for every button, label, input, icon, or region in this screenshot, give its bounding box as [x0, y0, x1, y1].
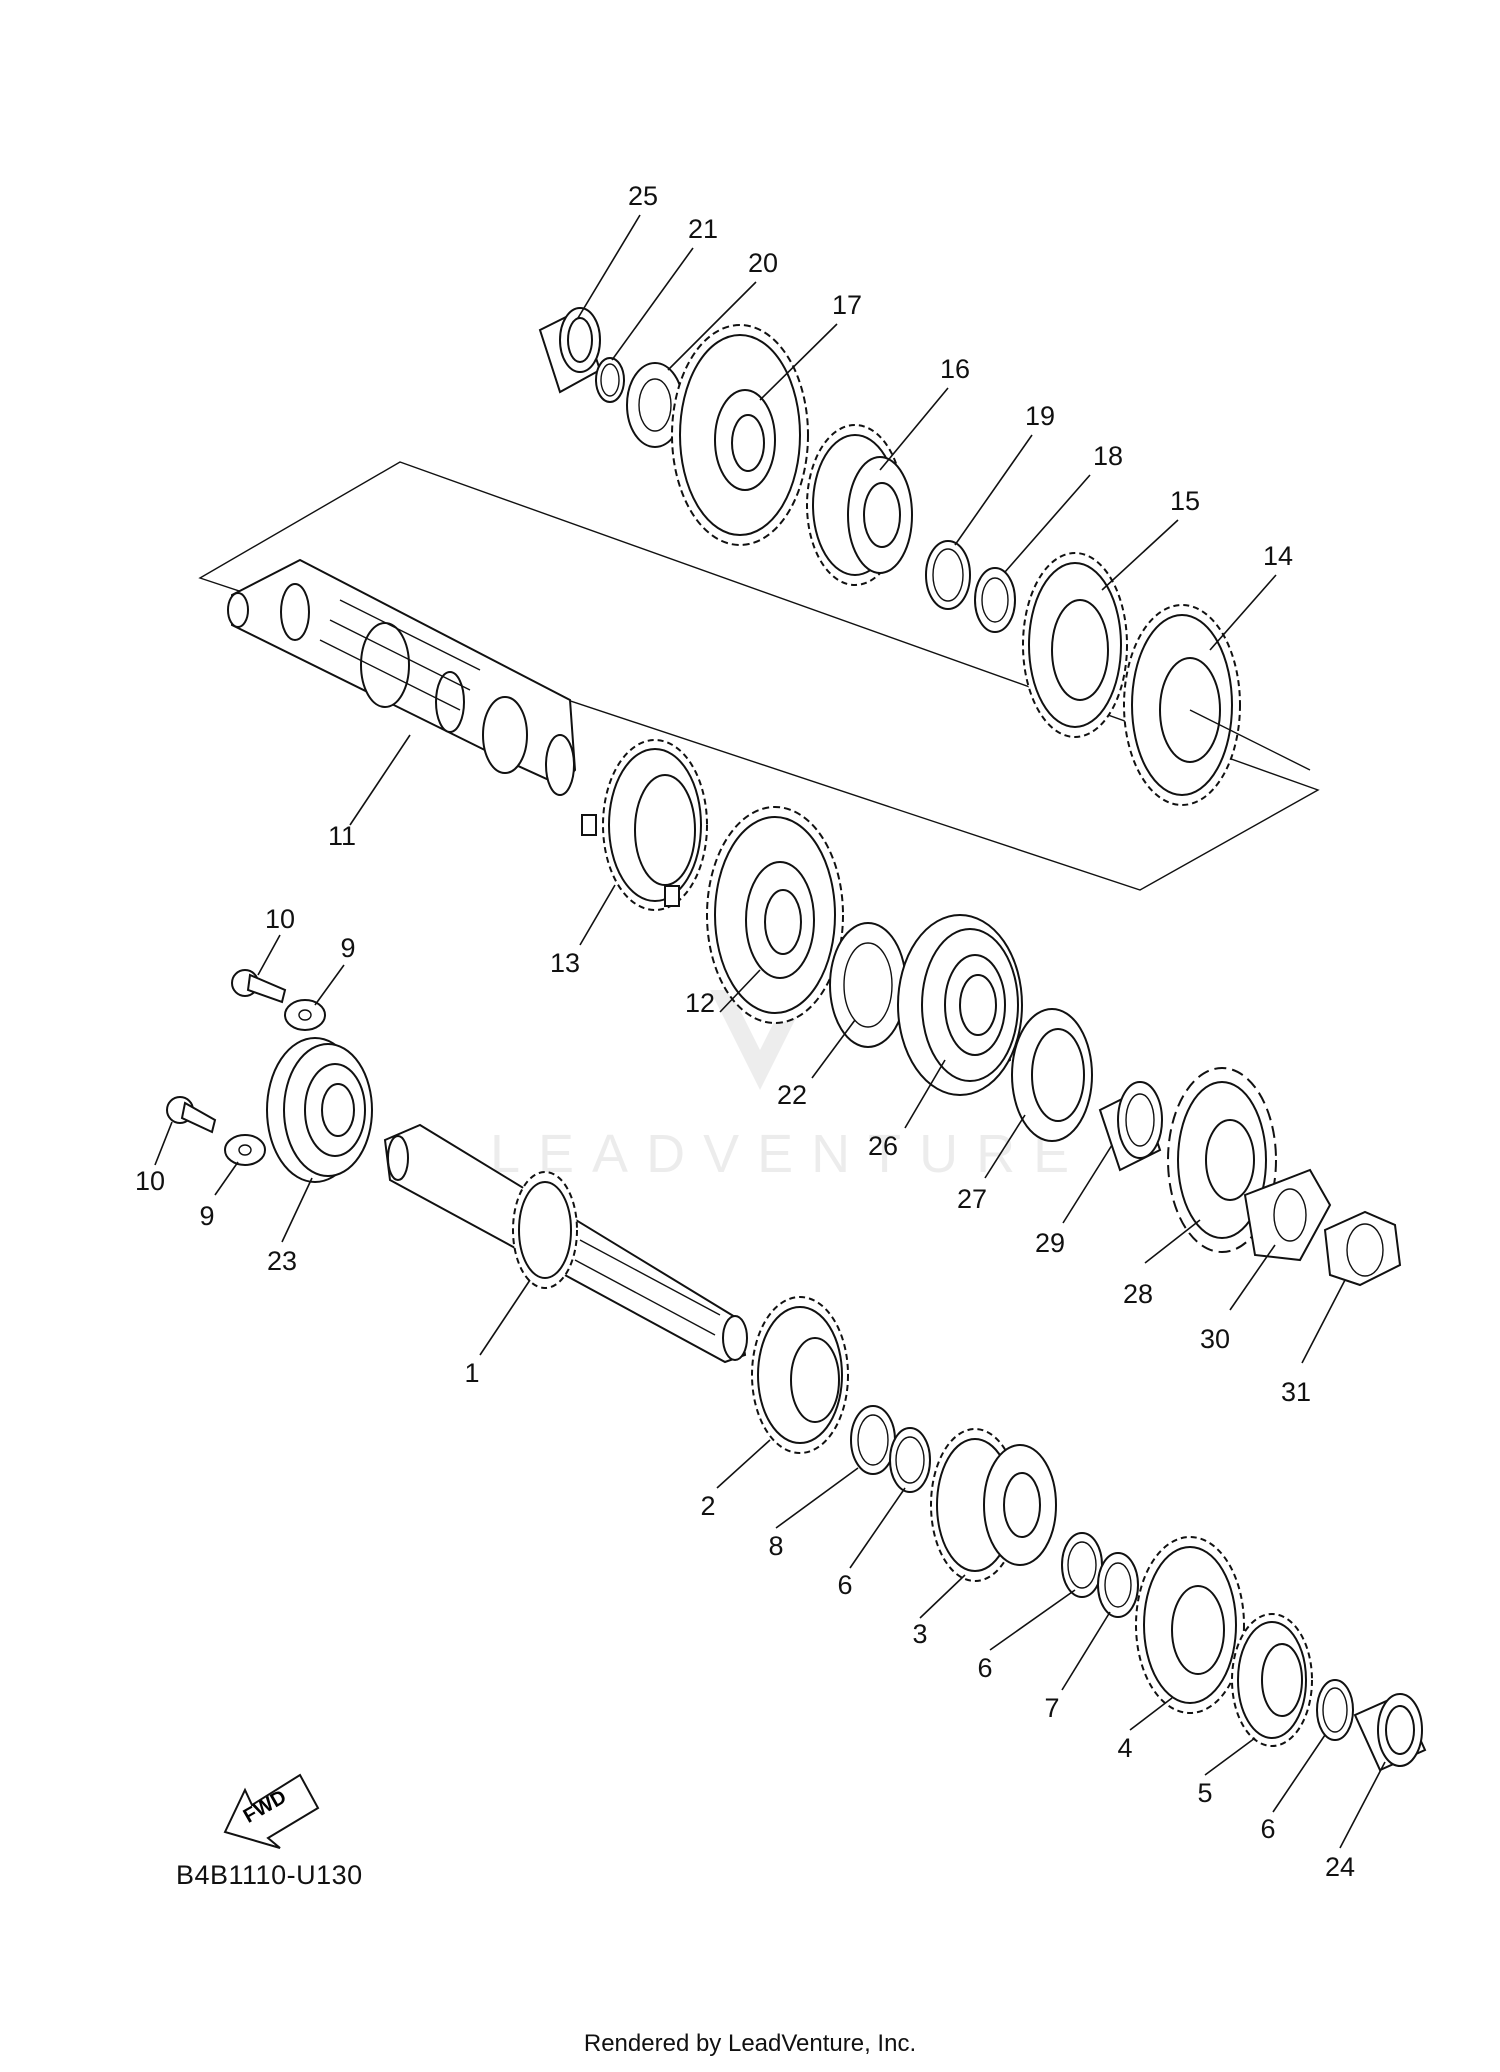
rendered-by-footer: Rendered by LeadVenture, Inc. [583, 2030, 917, 2057]
callout-19: 19 [1025, 401, 1055, 431]
washer-9-lower [224, 1134, 266, 1166]
gear-13 [581, 739, 708, 911]
callout-12: 12 [685, 988, 715, 1018]
washer-18 [974, 567, 1016, 633]
callout-22: 22 [777, 1080, 807, 1110]
main-axle-1 [383, 1123, 748, 1364]
callout-13: 13 [550, 948, 580, 978]
callout-9-lower: 9 [199, 1201, 214, 1231]
gear-3 [930, 1428, 1057, 1582]
gear-5 [1231, 1613, 1313, 1747]
washer-9-upper [284, 999, 326, 1031]
callout-18: 18 [1093, 441, 1123, 471]
circlip-6-c [1316, 1679, 1354, 1741]
callout-1: 1 [464, 1358, 479, 1388]
callout-4: 4 [1117, 1733, 1132, 1763]
callout-27: 27 [957, 1184, 987, 1214]
callout-2: 2 [700, 1491, 715, 1521]
callout-5: 5 [1197, 1778, 1212, 1808]
gear-15 [1022, 552, 1128, 738]
callout-11: 11 [328, 821, 356, 851]
callout-3: 3 [912, 1619, 927, 1649]
callout-9-upper: 9 [340, 933, 355, 963]
circlip-6-a [889, 1427, 931, 1493]
callout-16: 16 [940, 354, 970, 384]
callout-21: 21 [688, 214, 718, 244]
callout-17: 17 [832, 290, 862, 320]
gear-12 [706, 806, 844, 1024]
callout-8: 8 [768, 1531, 783, 1561]
circlip-6-b [1061, 1532, 1103, 1598]
callout-31: 31 [1281, 1377, 1311, 1407]
leader-lines [154, 214, 1386, 1849]
washer-8 [850, 1405, 896, 1475]
washer-22 [829, 922, 907, 1048]
watermark-text: LEADVENTURE [490, 1124, 1087, 1184]
washer-7 [1097, 1552, 1139, 1618]
gear-17 [671, 324, 809, 546]
callout-labels: 25 21 20 17 16 19 18 15 14 11 13 12 22 2… [135, 181, 1355, 1882]
fwd-arrow-icon: FWD [223, 1773, 320, 1849]
callout-6-a: 6 [837, 1570, 852, 1600]
lock-washer-30 [1243, 1168, 1332, 1262]
washer-20 [626, 362, 684, 448]
countershaft-11 [227, 558, 577, 796]
circlip-19 [925, 540, 971, 610]
gear-16 [806, 424, 913, 586]
diagram-code: B4B1110-U130 [176, 1860, 363, 1890]
group-outline [198, 461, 1320, 891]
ball-bearing-23 [266, 1037, 373, 1183]
callout-25: 25 [628, 181, 658, 211]
needle-bearing-24 [1353, 1693, 1427, 1772]
callout-28: 28 [1123, 1279, 1153, 1309]
callout-23: 23 [267, 1246, 297, 1276]
bolt-10-lower [166, 1096, 217, 1134]
gear-14 [1123, 604, 1311, 806]
callout-20: 20 [748, 248, 778, 278]
bolt-10-upper [231, 969, 287, 1004]
circlip-21 [595, 357, 625, 403]
callout-7: 7 [1044, 1693, 1059, 1723]
collar-29 [1098, 1081, 1163, 1172]
callout-26: 26 [868, 1131, 898, 1161]
callout-6-b: 6 [977, 1653, 992, 1683]
callout-30: 30 [1200, 1324, 1230, 1354]
callout-29: 29 [1035, 1228, 1065, 1258]
ball-bearing-26 [897, 914, 1023, 1096]
callout-15: 15 [1170, 486, 1200, 516]
oil-seal-27 [1011, 1008, 1093, 1142]
callout-6-c: 6 [1260, 1814, 1275, 1844]
callout-10-lower: 10 [135, 1166, 165, 1196]
nut-31 [1323, 1210, 1402, 1287]
callout-10-upper: 10 [265, 904, 295, 934]
callout-14: 14 [1263, 541, 1293, 571]
gear-4 [1135, 1536, 1245, 1714]
gear-2 [751, 1296, 849, 1454]
needle-bearing-25 [538, 307, 602, 394]
callout-24: 24 [1325, 1852, 1355, 1882]
